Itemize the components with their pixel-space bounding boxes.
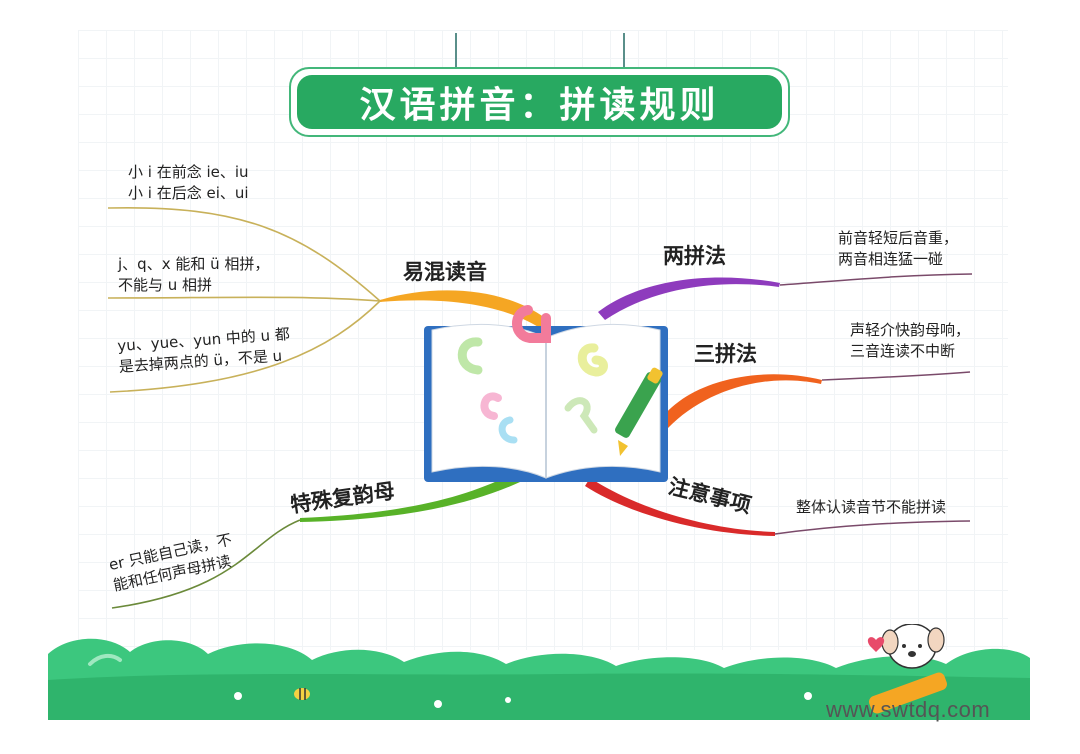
branch-two-ribbon (598, 277, 780, 320)
bee-icon (294, 688, 310, 700)
note-line: 小 i 在后念 ei、ui (128, 184, 249, 202)
branch-label-mix: 易混读音 (403, 260, 487, 284)
note-line: 两音相连猛一碰 (838, 250, 944, 268)
branch-label-two: 两拼法 (663, 244, 726, 268)
note-line: 声轻介快韵母响， (850, 321, 971, 339)
branch-three-line (821, 371, 971, 381)
open-book-icon (424, 305, 668, 482)
branch-two-line (779, 273, 973, 286)
note-line: 不能与 u 相拼 (118, 276, 213, 294)
ground-decoration (48, 624, 1030, 720)
branch-mix-line-1 (107, 206, 381, 302)
note-mix-1: 小 i 在前念 ie、iu 小 i 在后念 ei、ui (128, 162, 249, 204)
note-two: 前音轻短后音重， 两音相连猛一碰 (838, 228, 958, 270)
heart-icon (867, 637, 885, 652)
page-title: 汉语拼音：拼读规则 (359, 85, 720, 126)
note-mix-2: j、q、x 能和 ü 相拼， 不能与 u 相拼 (118, 254, 269, 296)
watermark-text: www.swtdq.com (826, 697, 991, 722)
branch-mix-line-2 (107, 296, 381, 302)
flower-icon (234, 692, 242, 700)
branch-notes-line (774, 520, 971, 535)
note-notes: 整体认读音节不能拼读 (796, 497, 946, 518)
flower-icon (804, 692, 812, 700)
branch-special-ribbon (300, 474, 520, 522)
title-banner: 汉语拼音：拼读规则 (297, 75, 782, 129)
note-line: j、q、x 能和 ü 相拼， (118, 255, 270, 273)
branch-mix-line-3 (109, 300, 381, 393)
note-line: 整体认读音节不能拼读 (796, 498, 947, 516)
note-line: 三音连读不中断 (850, 342, 956, 360)
note-three: 声轻介快韵母响， 三音连读不中断 (850, 320, 970, 362)
flower-icon (434, 700, 442, 708)
branch-mix-ribbon (380, 290, 545, 328)
title-frame: 汉语拼音：拼读规则 (289, 67, 790, 137)
branch-three-ribbon (660, 374, 822, 428)
puppy-on-pencil-icon (869, 624, 947, 714)
flower-icon (505, 697, 511, 703)
note-line: 小 i 在前念 ie、iu (128, 163, 249, 181)
branch-label-three: 三拼法 (694, 342, 757, 366)
branch-special-line (111, 519, 301, 609)
note-line: 前音轻短后音重， (838, 229, 959, 247)
